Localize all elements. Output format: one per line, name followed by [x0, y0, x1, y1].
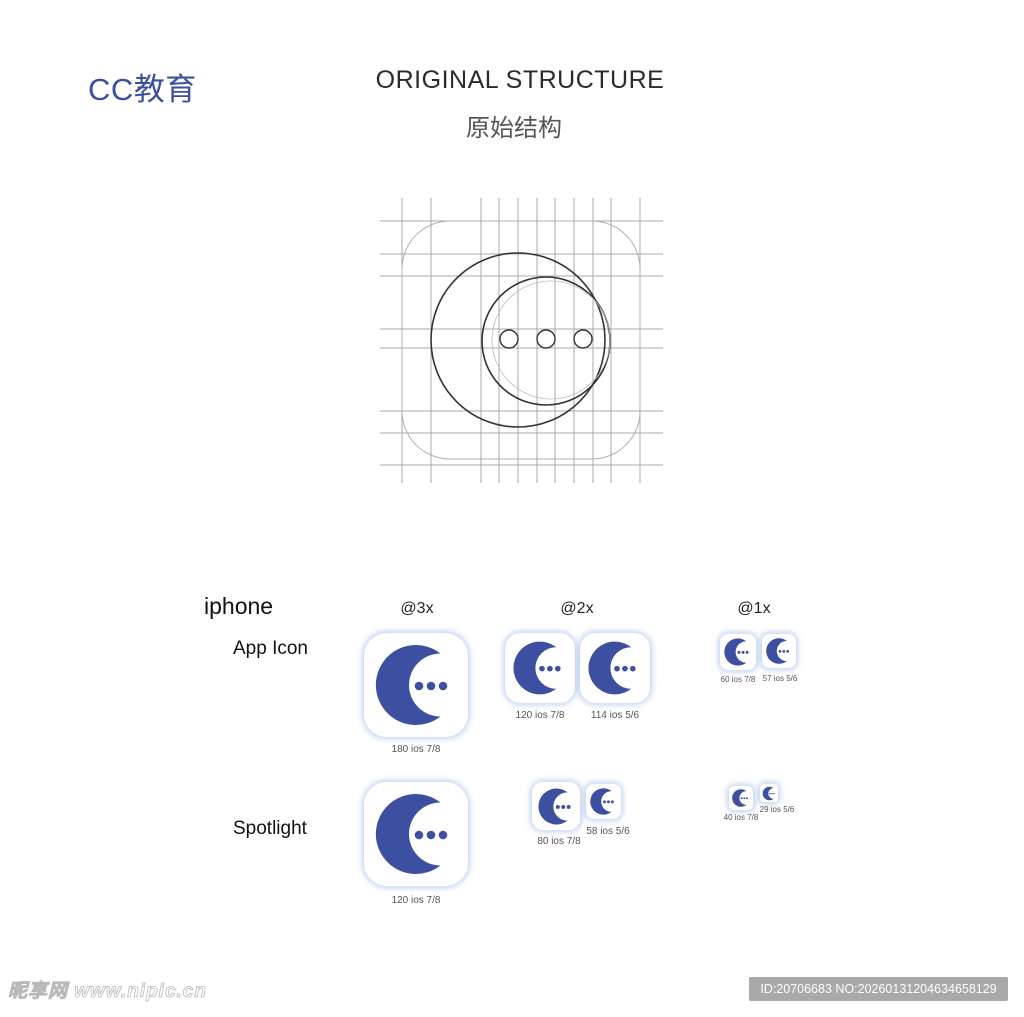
icon-boundary-rounded-square [401, 220, 641, 460]
caption-spotlight-58: 58 ios 5/6 [586, 826, 630, 837]
cc-logo-icon [763, 635, 795, 667]
dot-circle-2 [536, 329, 556, 349]
page-title-chinese: 原始结构 [466, 115, 562, 142]
cc-logo-icon [366, 635, 466, 735]
cc-logo-icon [587, 785, 620, 818]
watermark: 昵享网 www.nipic.cn [8, 981, 207, 1003]
construction-grid [380, 198, 663, 483]
cc-logo-icon [721, 635, 755, 669]
app-icon-114 [580, 633, 650, 703]
caption-spotlight-40: 40 ios 7/8 [723, 813, 759, 822]
row-label-app-icon: App Icon [233, 638, 308, 659]
structure-diagram [380, 198, 663, 483]
caption-spotlight-80: 80 ios 7/8 [537, 836, 581, 847]
app-icon-60 [720, 634, 756, 670]
brand-title: CC教育 [88, 72, 197, 107]
app-icon-180 [364, 633, 468, 737]
caption-app-icon-57: 57 ios 5/6 [762, 674, 798, 683]
outer-circle [430, 252, 606, 428]
dot-circle-1 [499, 329, 519, 349]
dot-circle-3 [573, 329, 593, 349]
page-title-english: ORIGINAL STRUCTURE [375, 66, 665, 94]
app-icon-57 [762, 634, 796, 668]
caption-app-icon-60: 60 ios 7/8 [720, 675, 756, 684]
spotlight-icon-80 [532, 782, 580, 830]
column-label-1x: @1x [737, 600, 771, 617]
app-icon-120 [505, 633, 575, 703]
column-label-3x: @3x [400, 600, 434, 617]
cc-logo-icon [507, 635, 573, 701]
spotlight-icon-58 [586, 784, 621, 819]
row-label-spotlight: Spotlight [233, 818, 307, 839]
column-label-2x: @2x [560, 600, 594, 617]
cc-logo-icon [761, 785, 778, 802]
image-id-bar: ID:20706683 NO:20260131204634658129 [749, 977, 1008, 1001]
caption-spotlight-120: 120 ios 7/8 [391, 895, 441, 906]
caption-app-icon-120: 120 ios 7/8 [515, 710, 565, 721]
cc-logo-icon [534, 784, 579, 829]
caption-app-icon-180: 180 ios 7/8 [391, 744, 441, 755]
cc-logo-icon [582, 635, 648, 701]
spotlight-icon-40 [729, 786, 753, 810]
spotlight-icon-120 [364, 782, 468, 886]
cc-logo-icon [366, 784, 466, 884]
caption-app-icon-114: 114 ios 5/6 [590, 710, 640, 721]
section-label-iphone: iphone [204, 593, 274, 619]
construction-circle [491, 280, 611, 400]
spotlight-icon-29 [760, 784, 778, 802]
caption-spotlight-29: 29 ios 5/6 [759, 805, 795, 814]
